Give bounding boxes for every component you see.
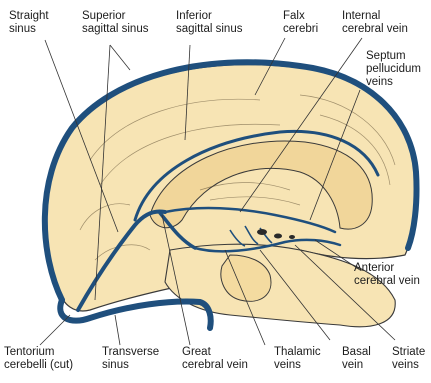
label-internal-cerebral-vein: Internal cerebral vein: [342, 10, 408, 36]
label-inferior-sagittal-sinus: Inferior sagittal sinus: [176, 10, 242, 36]
label-superior-sagittal-sinus: Superior sagittal sinus: [82, 10, 148, 36]
label-falx-cerebri: Falx cerebri: [283, 10, 318, 36]
label-tentorium-cerebelli: Tentorium cerebelli (cut): [4, 346, 73, 372]
label-septum-pellucidum-veins: Septum pellucidum veins: [366, 50, 421, 89]
label-striate-veins: Striate veins: [392, 346, 425, 372]
label-anterior-cerebral-vein: Anterior cerebral vein: [354, 262, 420, 288]
label-straight-sinus: Straight sinus: [9, 10, 49, 36]
label-thalamic-veins: Thalamic veins: [274, 346, 321, 372]
label-transverse-sinus: Transverse sinus: [102, 346, 159, 372]
label-great-cerebral-vein: Great cerebral vein: [182, 346, 248, 372]
label-basal-vein: Basal vein: [342, 346, 371, 372]
